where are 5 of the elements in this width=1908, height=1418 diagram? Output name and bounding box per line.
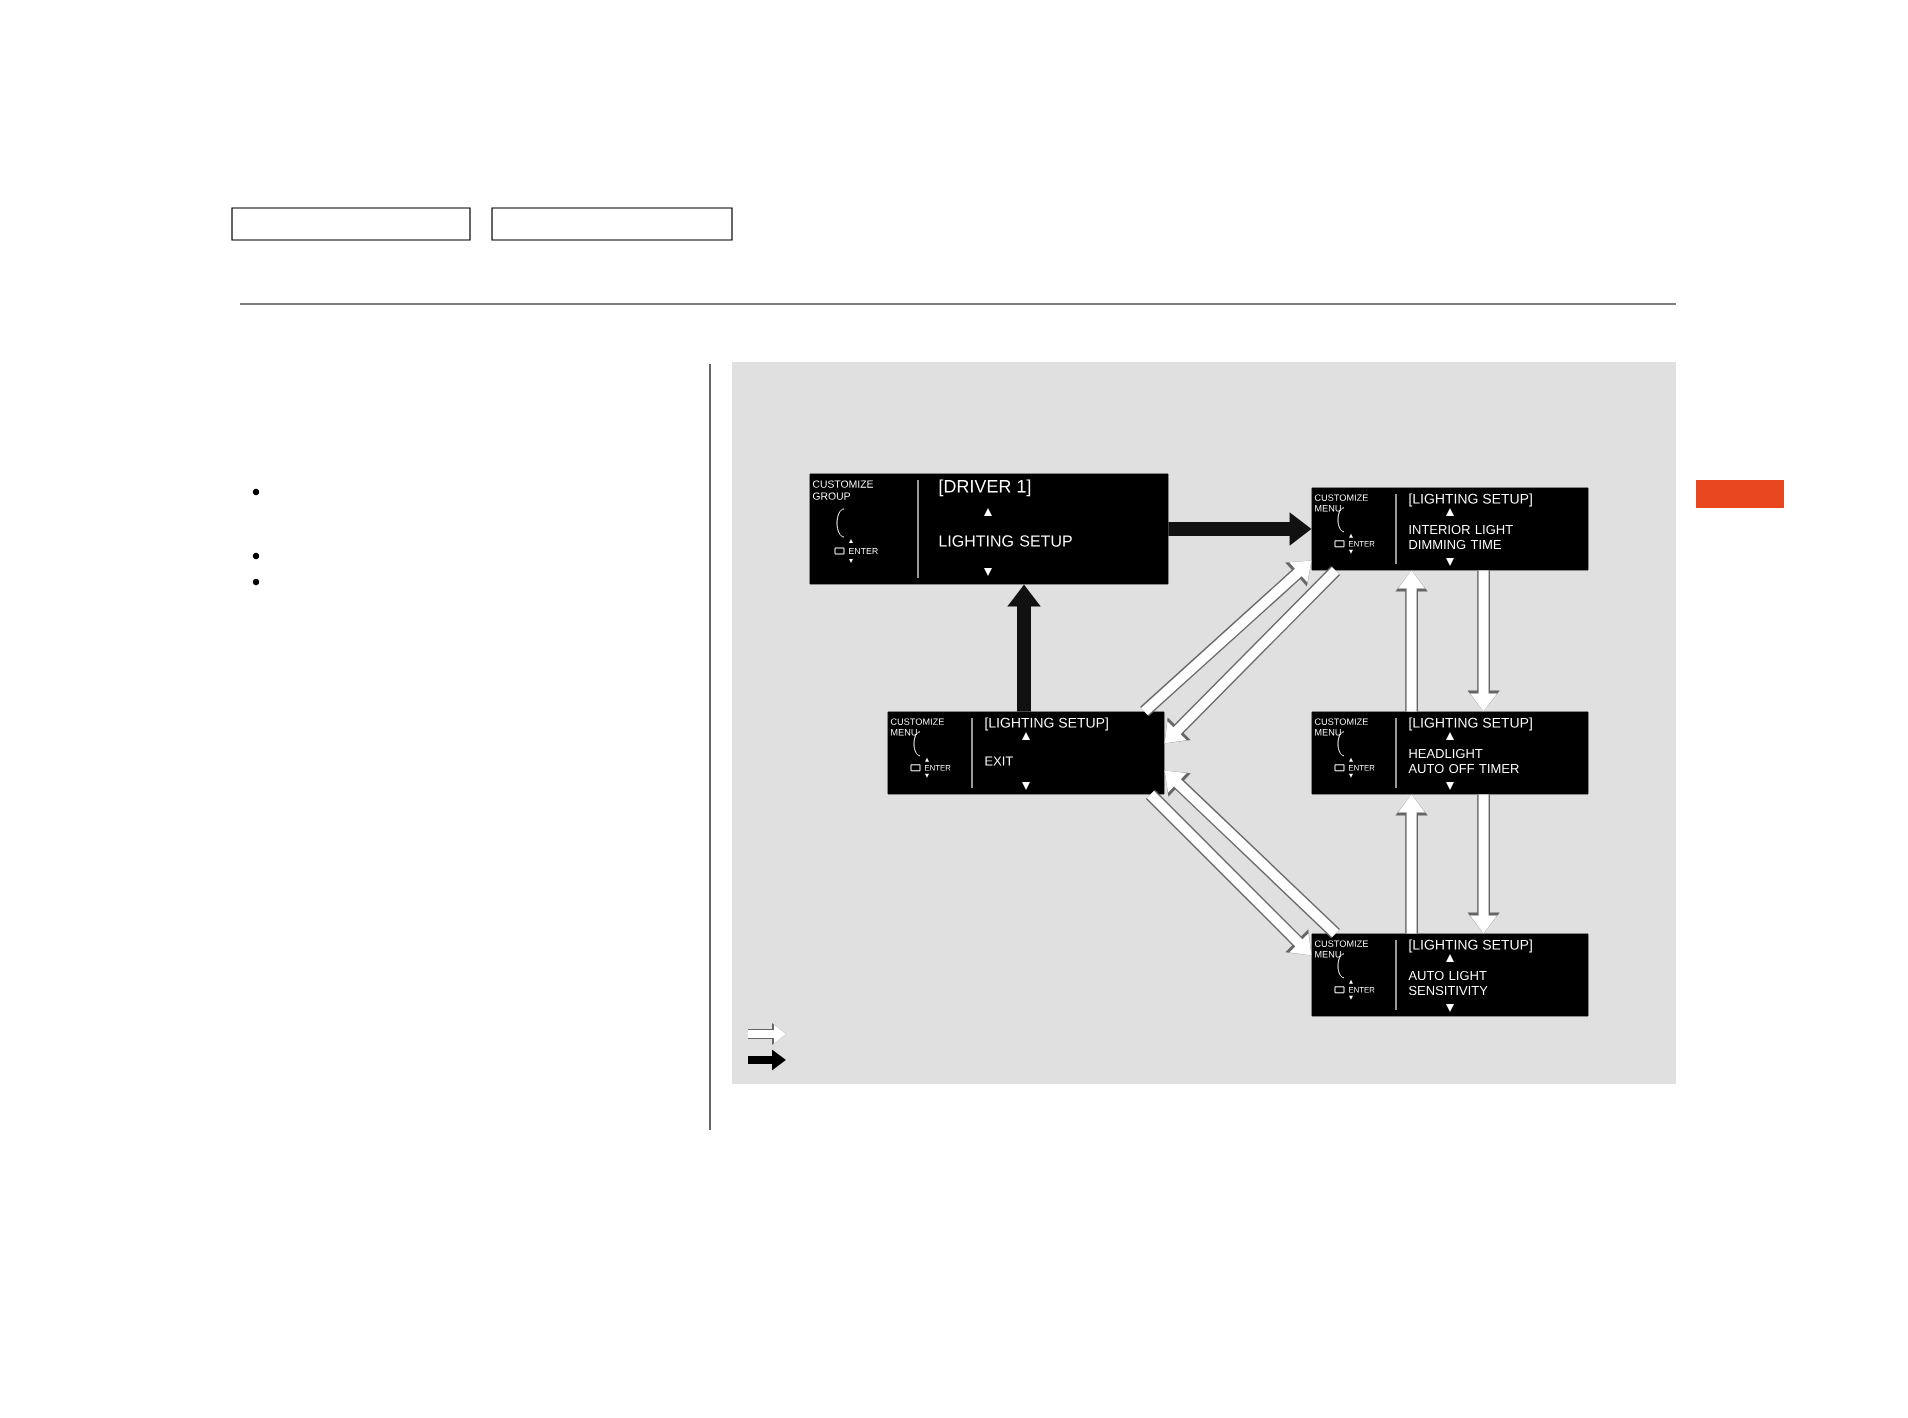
arrow (1164, 770, 1340, 939)
menu-item: LIGHTING SETUP (939, 535, 1072, 547)
screen-title: [DRIVER 1] (939, 479, 1031, 497)
arrow (1145, 789, 1312, 956)
arrow (1164, 565, 1341, 744)
